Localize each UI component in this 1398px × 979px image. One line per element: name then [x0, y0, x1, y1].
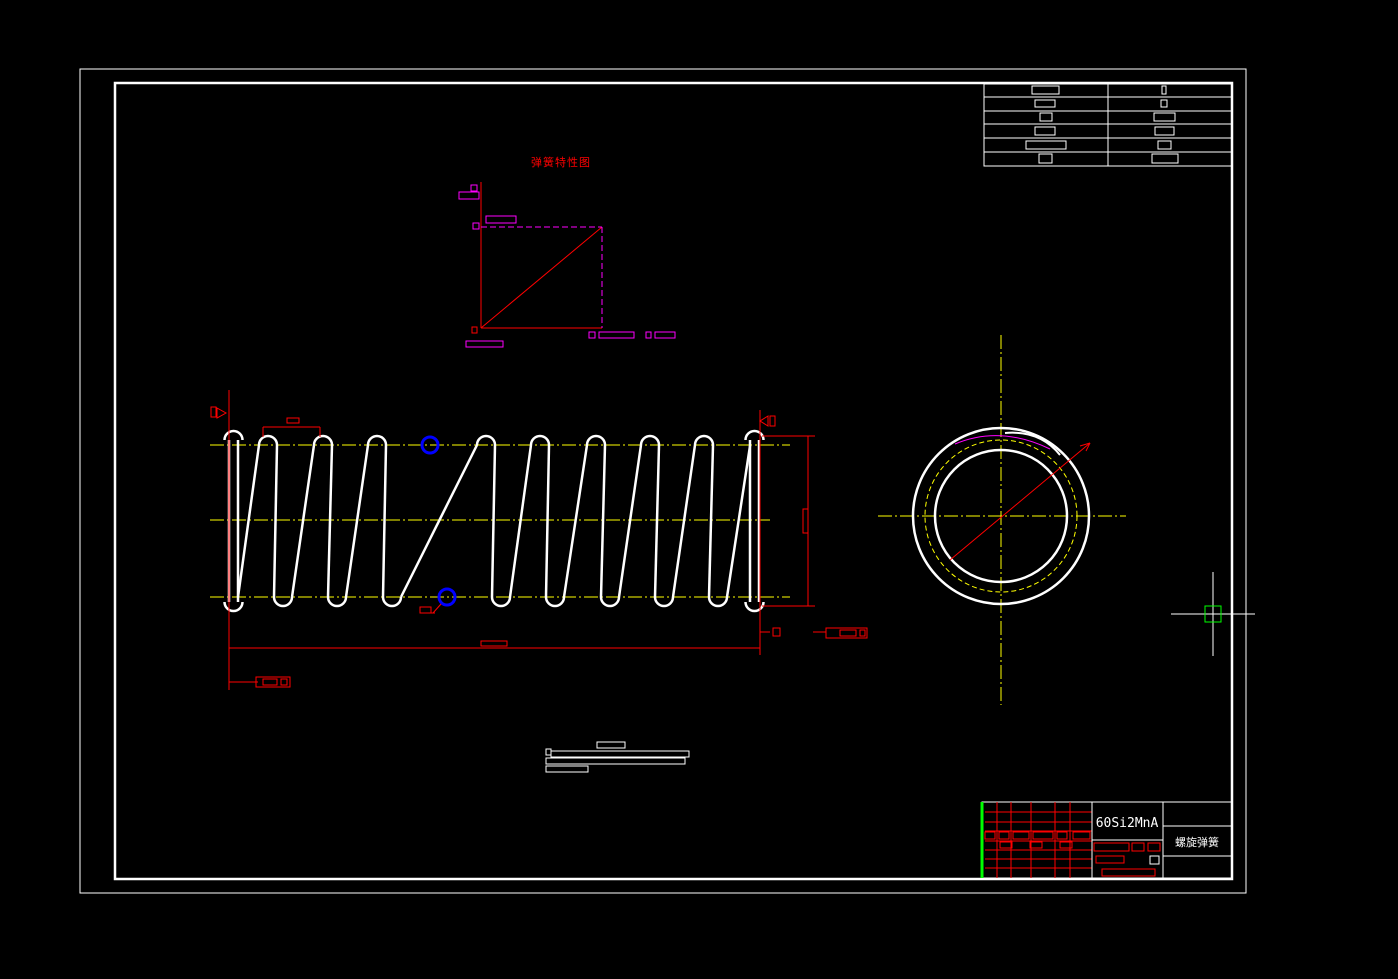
inner-frame [113, 81, 1234, 881]
coil-bend [475, 434, 497, 446]
coil-bend [639, 434, 661, 446]
coil-bend [223, 601, 244, 613]
coil-bend [693, 434, 715, 446]
coil-bend [529, 434, 551, 446]
title-block: 60Si2MnA 螺旋弹簧 [980, 801, 1233, 879]
coil-bend [585, 434, 607, 446]
outer-frame [79, 68, 1247, 894]
technical-requirements [545, 741, 690, 773]
coil-stroke [544, 444, 551, 598]
coil-stroke [562, 444, 589, 598]
coil-stroke [236, 444, 261, 598]
coil-bend [544, 596, 566, 608]
coil-stroke [707, 444, 715, 598]
coil-stroke [272, 444, 279, 598]
wire-section-top [420, 435, 440, 455]
coil-bend [381, 596, 403, 608]
material-label: 60Si2MnA [1096, 816, 1159, 831]
spring-characteristic-chart: 弹簧特性图 [458, 155, 676, 348]
coil-stroke [290, 444, 316, 598]
part-name-label: 螺旋弹簧 [1175, 835, 1219, 849]
coil-bend [326, 596, 348, 608]
coil-bend [272, 596, 294, 608]
parameter-table [983, 83, 1233, 167]
coil-bend [599, 596, 621, 608]
coil-bend [312, 434, 334, 446]
characteristic-title: 弹簧特性图 [531, 155, 591, 169]
coil-bend [744, 601, 765, 613]
spring-coils [223, 429, 765, 613]
coil-bend [653, 596, 675, 608]
coil-bend [707, 596, 729, 608]
coil-stroke [671, 444, 697, 598]
coil-stroke [508, 444, 533, 598]
surface-roughness-icon [210, 406, 776, 427]
spring-centerlines [210, 444, 790, 598]
coil-stroke [381, 444, 388, 598]
coil-bend [366, 434, 388, 446]
spring-end-view [878, 335, 1126, 705]
spring-dimensions [210, 390, 868, 690]
coil-stroke [399, 444, 479, 598]
coil-stroke [326, 444, 334, 598]
coil-stroke [344, 444, 370, 598]
coil-bend [223, 429, 244, 441]
coil-bend [744, 429, 765, 441]
coil-bend [257, 434, 279, 446]
wire-section-bottom [437, 587, 457, 607]
coil-stroke [653, 444, 661, 598]
coil-bend [490, 596, 512, 608]
crosshair-cursor-icon[interactable] [1171, 572, 1255, 656]
coil-stroke [599, 444, 607, 598]
coil-stroke [490, 444, 497, 598]
coil-stroke [725, 445, 752, 598]
coil-stroke [617, 444, 643, 598]
